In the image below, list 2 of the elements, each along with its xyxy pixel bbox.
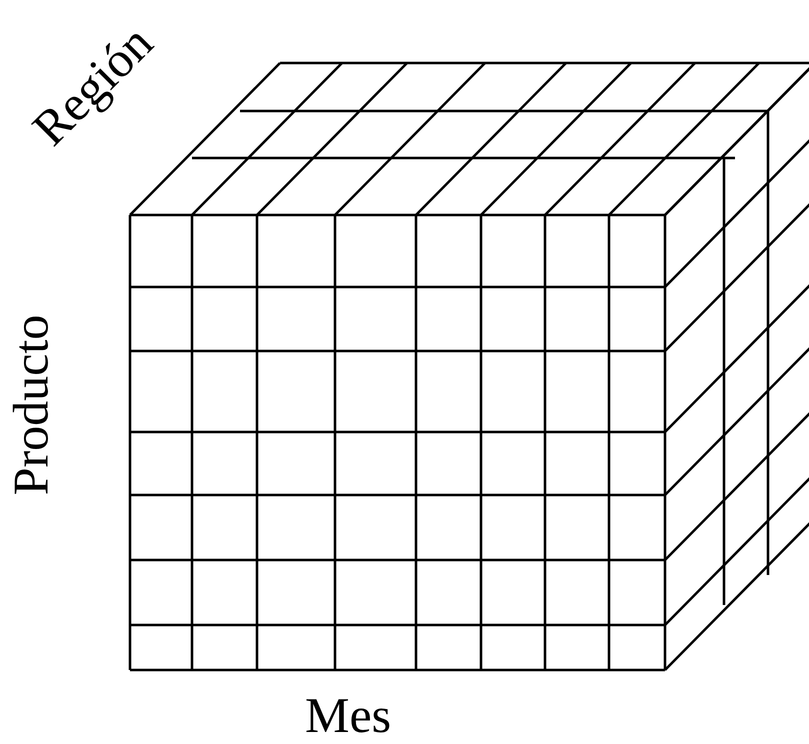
axis-label: Producto (5, 314, 56, 496)
axis-label: Mes (305, 690, 392, 740)
